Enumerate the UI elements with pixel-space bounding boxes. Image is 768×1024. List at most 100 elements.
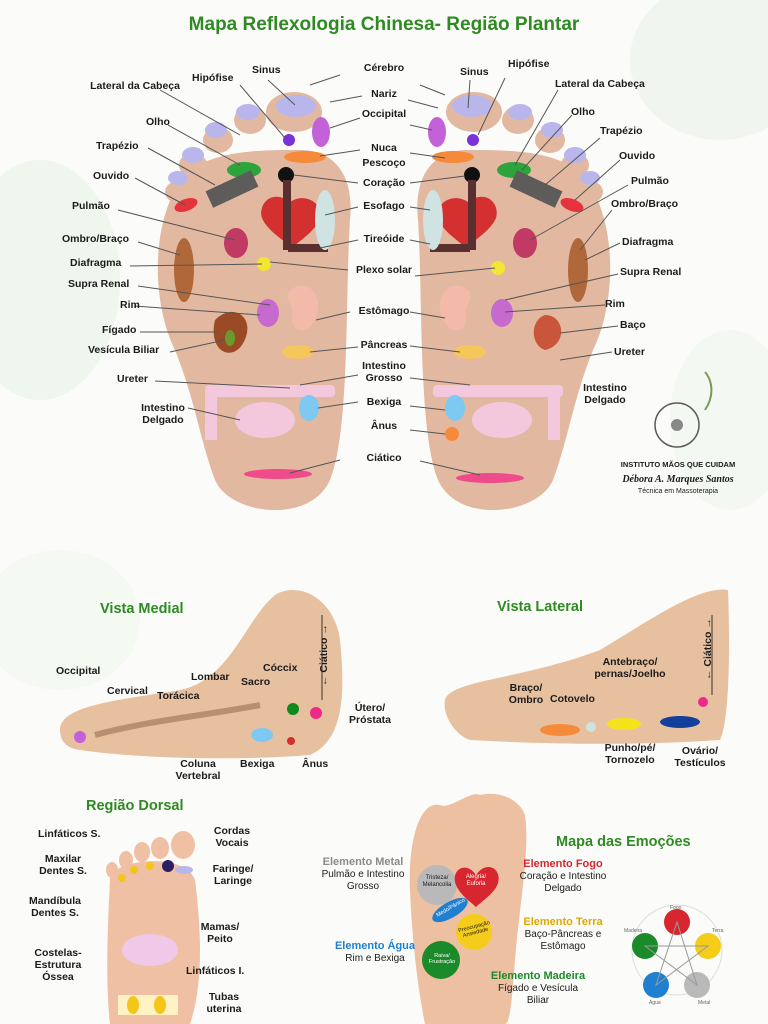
wheel-fogo: Fogo (670, 905, 682, 911)
dorsal-mamas-label: Mamas/ Peito (200, 921, 240, 946)
five-elements-wheel (631, 904, 723, 998)
wood-title: Elemento Madeira (490, 970, 586, 982)
left-pulmao-label: Pulmão (72, 200, 110, 212)
lateral-ciatico-label: ← Ciático → (702, 618, 714, 680)
medial-utero-label: Útero/ Próstata (348, 702, 391, 727)
wood-element: Elemento Madeira Fígado e Vesícula Bilia… (478, 970, 598, 1007)
wheel-madeira: Madeira (624, 928, 643, 934)
lateral-antebraco-label: Antebraço/ pernas/Joelho (594, 656, 666, 681)
emotion-raiva: Raiva/ Frustração (428, 953, 456, 966)
bexiga-label: Bexiga (366, 396, 402, 408)
left-lateral-cabeca-label: Lateral da Cabeça (90, 80, 180, 92)
earth-organs: Baço-Pâncreas e Estômago (524, 929, 602, 953)
left-olho-label: Olho (146, 116, 170, 128)
dorsal-title: Região Dorsal (86, 798, 184, 814)
left-hipofise-label: Hipófise (192, 72, 234, 84)
earth-title: Elemento Terra (523, 916, 603, 928)
right-intestino-delgado-label: Intestino Delgado (583, 382, 627, 407)
earth-element: Elemento Terra Baço-Pâncreas e Estômago (508, 916, 618, 953)
left-ombro-braco-label: Ombro/Braço (62, 233, 130, 245)
medial-toracica-label: Torácica (157, 690, 200, 702)
wheel-terra: Terra (712, 928, 724, 934)
medial-occipital-label: Occipital (56, 665, 101, 677)
left-sinus-label: Sinus (252, 64, 281, 76)
logo-emblem (654, 371, 713, 448)
leader-lines (117, 74, 629, 476)
left-intestino-delgado-label: Intestino Delgado (141, 402, 185, 427)
water-element: Elemento Água Rim e Bexiga (330, 940, 420, 965)
metal-title: Elemento Metal (322, 856, 404, 868)
lateral-braco-label: Braço/ Ombro (508, 682, 544, 707)
left-supra-renal-label: Supra Renal (68, 278, 130, 290)
therapist-role: Técnica em Massoterapia (637, 488, 719, 495)
right-trapezio-label: Trapézio (600, 125, 643, 137)
wheel-metal: Metal (698, 1000, 711, 1006)
right-foot-organs (423, 95, 600, 483)
lateral-cotovelo-label: Cotovelo (550, 693, 595, 705)
left-vesicula-label: Vesícula Biliar (88, 344, 160, 356)
right-pulmao-label: Pulmão (631, 175, 669, 187)
left-foot-organs (168, 95, 335, 479)
medial-coccix-label: Cóccix (263, 662, 298, 674)
esofago-label: Esofago (363, 200, 405, 212)
wheel-agua: Água (649, 1000, 661, 1006)
dorsal-cordas-label: Cordas Vocais (213, 825, 251, 850)
right-supra-renal-label: Supra Renal (620, 266, 682, 278)
coracao-label: Coração (362, 177, 405, 189)
medial-coluna-label: Coluna Vertebral (175, 758, 221, 783)
medial-foot (60, 590, 343, 759)
dorsal-maxilar-label: Maxilar Dentes S. (39, 853, 87, 878)
plexo-solar-label: Plexo solar (355, 264, 413, 276)
anus-label: Ânus (370, 420, 398, 432)
dorsal-costelas-label: Costelas- Estrutura Óssea (34, 947, 82, 984)
water-title: Elemento Água (334, 940, 416, 952)
fire-organs: Coração e Intestino Delgado (519, 871, 607, 895)
pancreas-label: Pâncreas (360, 339, 408, 351)
right-ouvido-label: Ouvido (619, 150, 656, 162)
right-hipofise-label: Hipófise (508, 58, 550, 70)
fire-title: Elemento Fogo (523, 858, 603, 870)
right-lateral-cabeca-label: Lateral da Cabeça (555, 78, 645, 90)
intestino-grosso-label: Intestino Grosso (362, 360, 406, 385)
dorsal-faringe-label: Faringe/ Laringe (212, 863, 254, 888)
therapist-name: Débora A. Marques Santos (622, 474, 734, 485)
metal-organs: Pulmão e Intestino Grosso (321, 869, 405, 893)
nariz-label: Nariz (371, 88, 397, 100)
dorsal-mandibula-label: Mandíbula Dentes S. (29, 895, 81, 920)
cerebro-label: Cérebro (363, 62, 405, 74)
medial-lombar-label: Lombar (191, 671, 230, 683)
lateral-title: Vista Lateral (497, 599, 583, 615)
right-olho-label: Olho (571, 106, 595, 118)
left-trapezio-label: Trapézio (96, 140, 139, 152)
emotion-tristeza: Tristeza/ Melancolia (422, 875, 452, 888)
right-sinus-label: Sinus (460, 66, 489, 78)
institute-name: INSTITUTO MÃOS QUE CUIDAM (620, 460, 736, 469)
wood-organs: Fígado e Vesícula Biliar (497, 983, 579, 1007)
medial-bexiga-label: Bexiga (240, 758, 275, 770)
tireoide-label: Tireóide (363, 233, 405, 245)
left-figado-label: Fígado (102, 324, 137, 336)
left-diafragma-label: Diafragma (70, 257, 122, 269)
emotions-title: Mapa das Emoções (556, 834, 691, 850)
left-rim-label: Rim (120, 299, 140, 311)
right-ombro-braco-label: Ombro/Braço (611, 198, 679, 210)
dorsal-linfaticos-s-label: Linfáticos S. (38, 828, 101, 840)
dorsal-foot (106, 831, 200, 1024)
nuca-label: Nuca (371, 142, 397, 154)
metal-element: Elemento Metal Pulmão e Intestino Grosso (308, 856, 418, 893)
medial-title: Vista Medial (100, 601, 184, 617)
lateral-punho-label: Punho/pé/ Tornozelo (604, 742, 656, 767)
lateral-foot (444, 589, 730, 744)
medial-sacro-label: Sacro (241, 676, 271, 688)
emotion-alegria: Alegria/ Euforia (465, 874, 487, 887)
lateral-ovario-label: Ovário/ Testículos (674, 745, 726, 770)
dorsal-tubas-label: Tubas uterina (206, 991, 242, 1016)
page-title: Mapa Reflexologia Chinesa- Região Planta… (188, 14, 580, 35)
water-organs: Rim e Bexiga (345, 953, 405, 965)
medial-cervical-label: Cervical (107, 685, 148, 697)
right-diafragma-label: Diafragma (622, 236, 674, 248)
ciatico-label: Ciático (366, 452, 402, 464)
pescoco-label: Pescoço (362, 157, 406, 169)
emotions-foot (409, 793, 527, 1024)
